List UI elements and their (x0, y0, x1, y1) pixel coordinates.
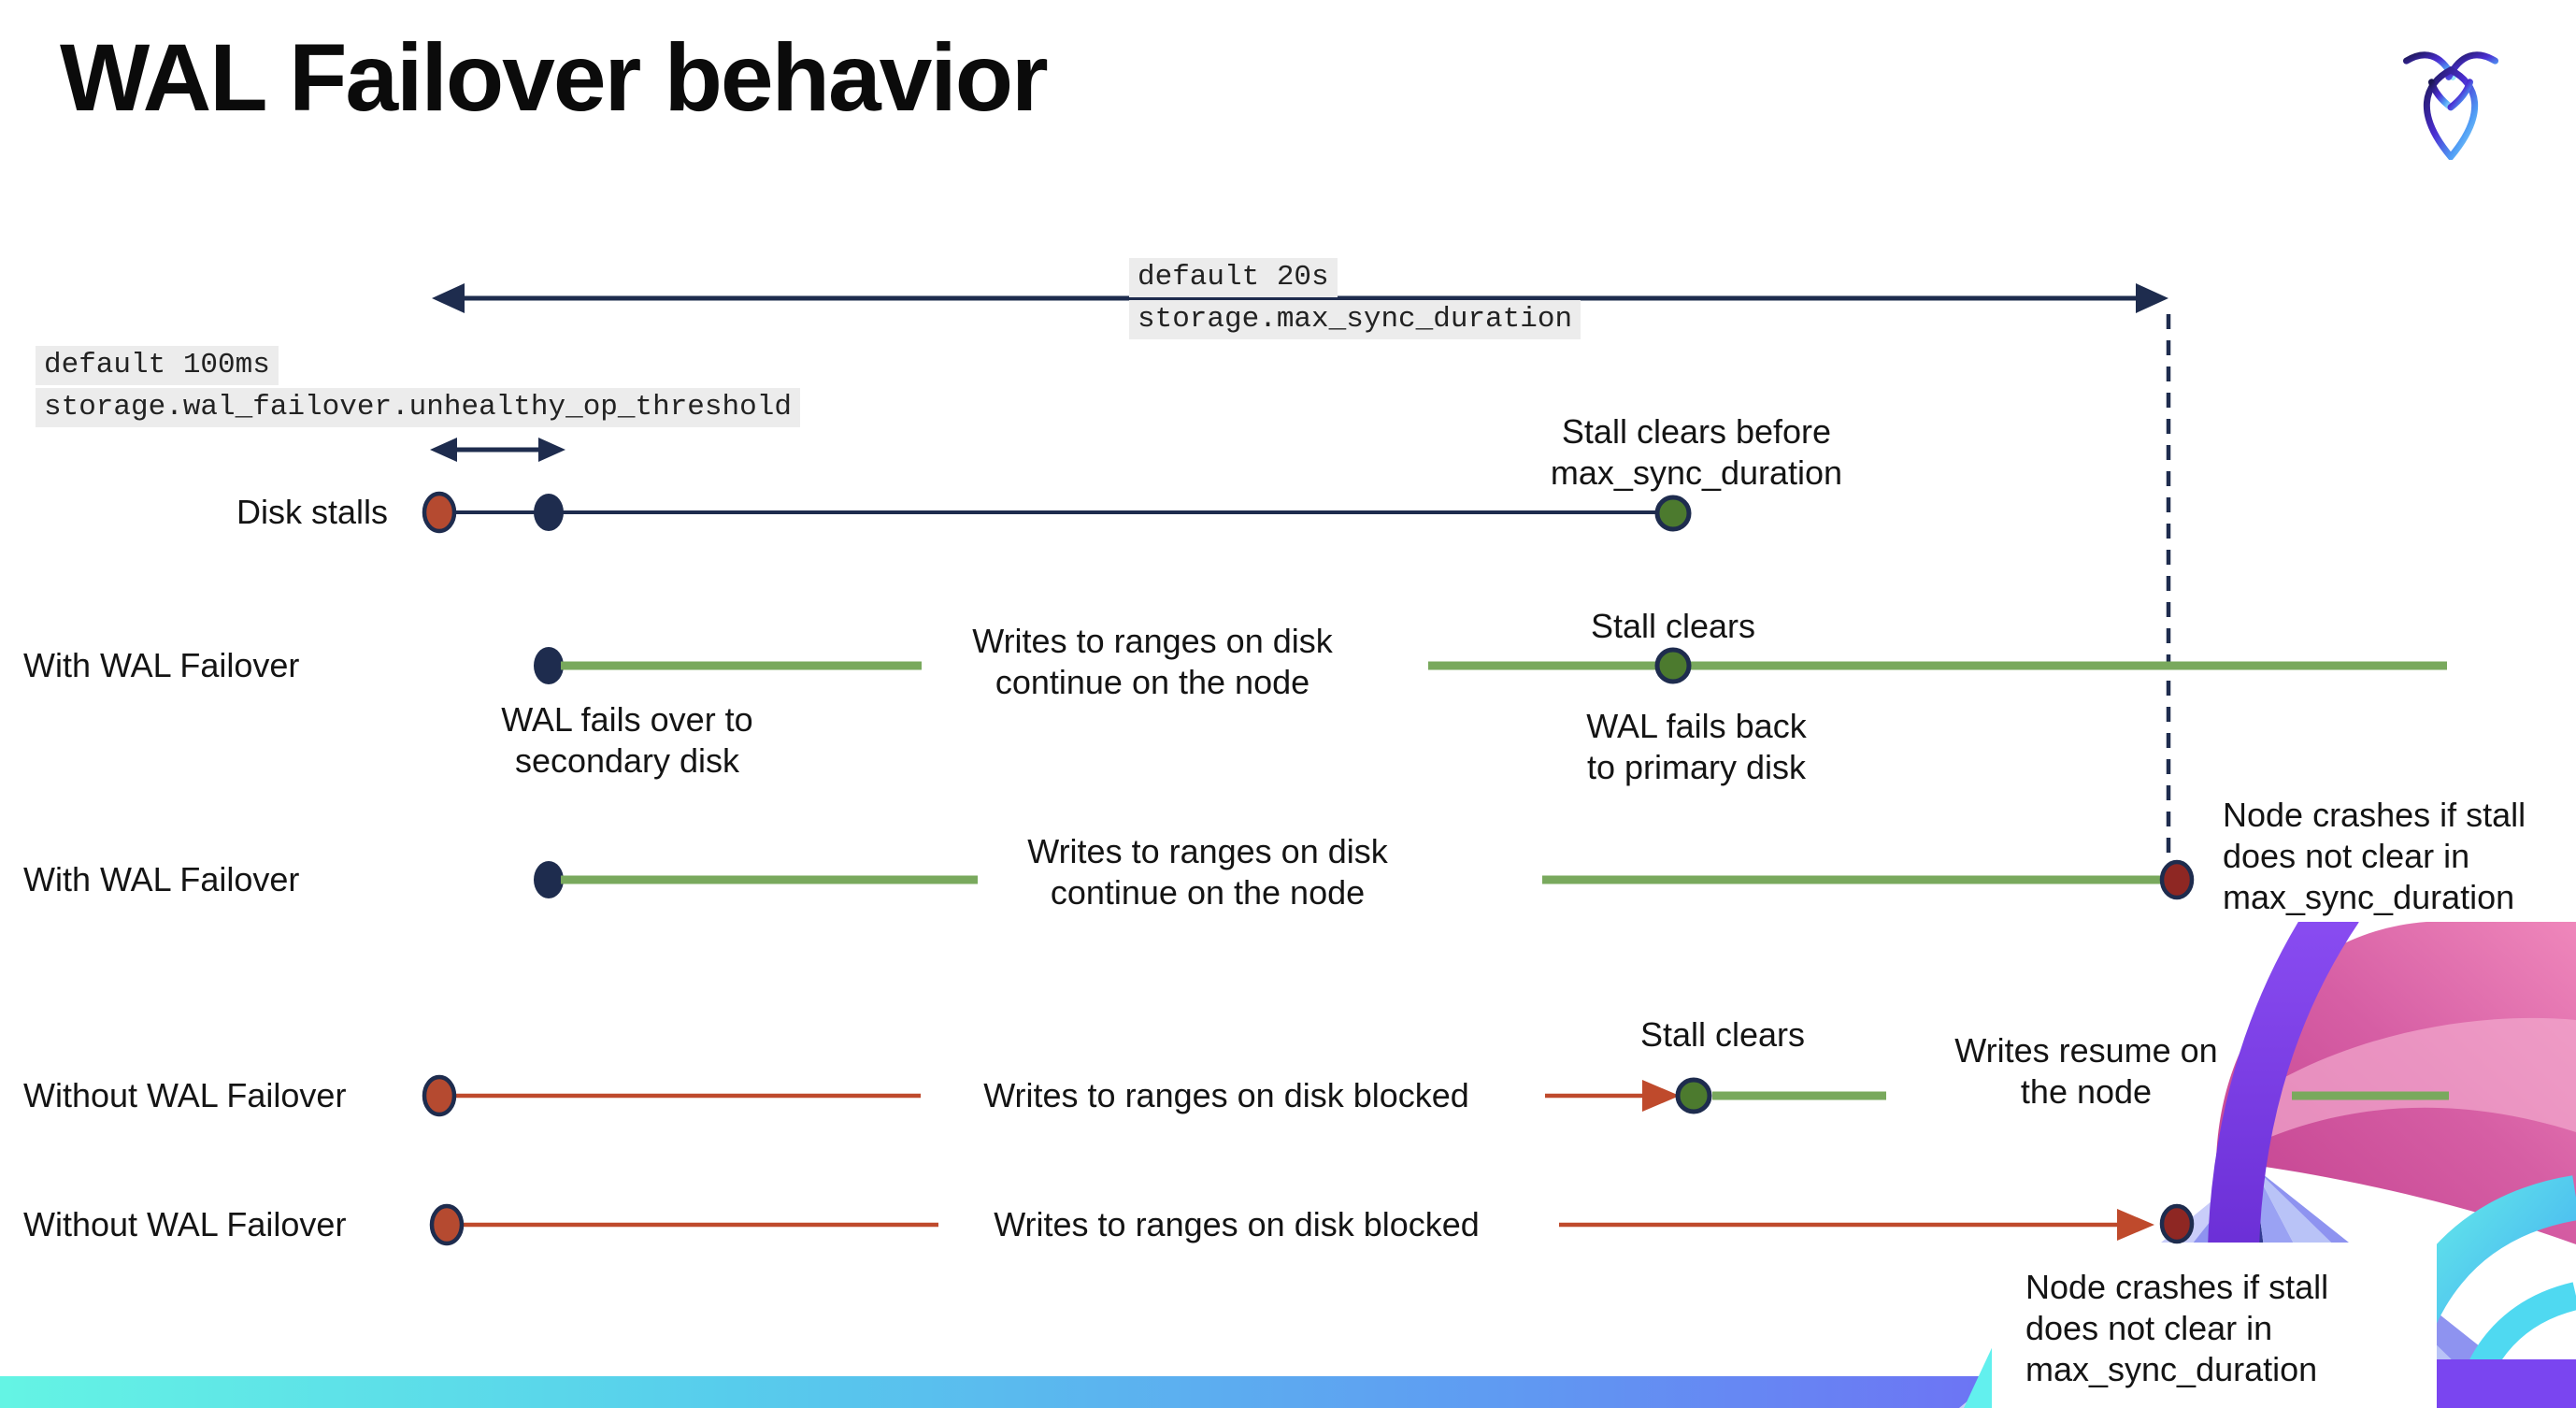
row2-stall-clears-label: Stall clears (1590, 607, 1756, 645)
node-crash-callout-box: Node crashes if stall does not clear in … (1992, 1243, 2437, 1408)
arrow-head-left-icon (432, 283, 465, 313)
row2-label: With WAL Failover (23, 646, 300, 684)
row4-stall-clears-dot (1675, 1077, 1712, 1114)
row5-stall-start-dot (429, 1203, 465, 1246)
row3-node-crash-dot (2159, 859, 2195, 900)
row2-failover-dot (534, 647, 564, 684)
row4-stall-clears-label: Stall clears (1639, 1015, 1806, 1054)
max-sync-default-value: default 20s (1129, 258, 1338, 297)
threshold-default-value: default 100ms (36, 346, 279, 385)
row3-failover-dot (534, 861, 564, 898)
row1-stall-clears-dot (1654, 495, 1692, 532)
threshold-arrow-head-left-icon (430, 438, 457, 462)
row4-writes-resume-label: Writes resume on the node (1954, 1031, 2218, 1111)
cockroachdb-logo-icon (2402, 51, 2499, 160)
row1-stall-clears-before-label: Stall clears before max_sync_duration (1550, 412, 1843, 492)
node-crash-callout-text: Node crashes if stall does not clear in … (2025, 1268, 2329, 1388)
row4-stall-start-dot (422, 1074, 457, 1117)
max-sync-setting-name: storage.max_sync_duration (1129, 300, 1581, 339)
row4-label: Without WAL Failover (23, 1076, 347, 1114)
page-title: WAL Failover behavior (60, 24, 1049, 131)
row1-threshold-dot (534, 494, 564, 531)
max-sync-duration-setting-label: default 20s storage.max_sync_duration (1129, 258, 1581, 342)
row2-wal-fails-back-label: WAL fails back to primary disk (1586, 707, 1807, 786)
threshold-arrow-head-right-icon (538, 438, 565, 462)
row2-wal-fails-over-label: WAL fails over to secondary disk (501, 700, 753, 780)
row2-stall-clears-dot (1654, 647, 1692, 684)
row1-label: Disk stalls (236, 493, 388, 531)
row2-writes-continue-label: Writes to ranges on disk continue on the… (972, 622, 1333, 701)
arrow-head-right-icon (2136, 283, 2168, 313)
row5-node-crash-dot (2159, 1203, 2195, 1244)
row3-writes-continue-label: Writes to ranges on disk continue on the… (1027, 832, 1388, 912)
row5-label: Without WAL Failover (23, 1205, 347, 1243)
row5-writes-blocked-label: Writes to ranges on disk blocked (994, 1205, 1480, 1243)
row3-node-crashes-label: Node crashes if stall does not clear in … (2223, 796, 2526, 916)
row1-stall-start-dot (422, 491, 457, 534)
art-pink-band (2240, 1017, 2576, 1151)
row4-writes-blocked-label: Writes to ranges on disk blocked (983, 1076, 1469, 1114)
row3-label: With WAL Failover (23, 860, 300, 898)
unhealthy-op-threshold-setting-label: default 100ms storage.wal_failover.unhea… (36, 346, 800, 430)
row5-red-arrow-head-icon (2117, 1209, 2154, 1241)
threshold-setting-name: storage.wal_failover.unhealthy_op_thresh… (36, 388, 800, 427)
row4-red-arrow-head-icon (1642, 1080, 1680, 1112)
